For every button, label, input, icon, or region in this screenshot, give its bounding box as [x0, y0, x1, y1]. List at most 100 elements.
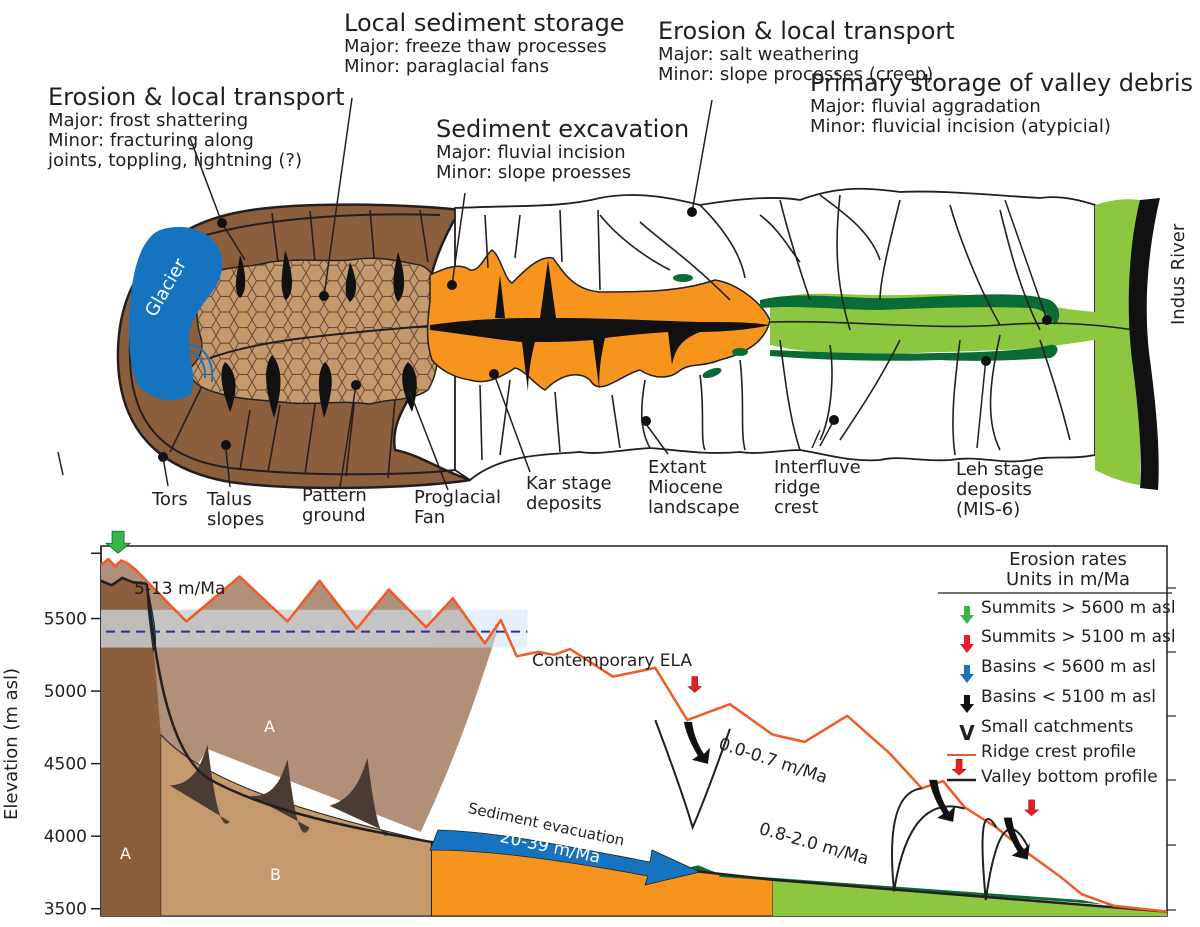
callout-line: Tors — [152, 489, 188, 510]
drainage-network — [479, 194, 1136, 461]
callout-line: joints, toppling, lightning (?) — [48, 150, 302, 172]
legend-item: Summits > 5100 m asl — [981, 627, 1176, 647]
region-label-a1: A — [120, 844, 131, 863]
ridge-crest-profile — [100, 557, 1168, 913]
callout-title: Erosion & local transport — [658, 17, 955, 45]
summit-erosion-arrow-red — [951, 759, 967, 776]
legend-item: Basins < 5100 m asl — [981, 687, 1156, 707]
legend-item: Basins < 5600 m asl — [981, 657, 1156, 677]
callout-line: ground — [302, 504, 366, 526]
callout-title: Local sediment storage — [344, 9, 625, 37]
legend-subtitle-text: Units in m/Ma — [1006, 569, 1131, 591]
callout-line: Minor: slope proesses — [436, 162, 632, 184]
legend-arrow-symbol — [960, 635, 974, 653]
plan-view: Glacier Indus River — [57, 97, 1189, 491]
callout-primary-storage: Primary storage of valley debris Major: … — [810, 70, 1193, 137]
callout-erosion-salt: Erosion & local transport Major: salt we… — [658, 18, 955, 85]
right-axis-ticks — [1167, 587, 1176, 911]
paraglacial-fan-spur — [329, 757, 390, 836]
callout-title: Sediment excavation — [436, 115, 690, 143]
callout-title: Primary storage of valley debris — [810, 69, 1194, 97]
leh-deposit-patches — [673, 274, 748, 379]
callout-line: Minor: fracturing along — [48, 130, 254, 152]
legend-item: Summits > 5600 m asl — [981, 598, 1176, 618]
legend-item: Valley bottom profile — [981, 767, 1158, 787]
legend-arrow-symbol — [960, 665, 974, 683]
paraglacial-fan-spur — [249, 759, 310, 833]
callout-line: slopes — [207, 508, 265, 530]
cirque-inner-line — [128, 213, 456, 476]
y-tick-label: 5000 — [44, 682, 87, 702]
basin-erosion-arrow — [929, 779, 956, 822]
callout-line: Major: freeze thaw processes — [344, 35, 607, 57]
callout-line: Kar stage — [526, 473, 612, 494]
callout-line: Minor: fluvicial incision (atypicial) — [810, 116, 1111, 138]
callout-sediment-excavation: Sediment excavation Major: fluvial incis… — [436, 116, 689, 183]
indus-river — [1128, 198, 1160, 490]
legend-arrow-symbol — [960, 606, 974, 624]
glacier — [129, 226, 223, 401]
callout-line: crest — [774, 496, 819, 518]
valley-bottom-profile — [100, 576, 1168, 913]
y-tick-label: 4500 — [44, 755, 87, 775]
callout-line: Minor: paraglacial fans — [344, 56, 549, 78]
bedrock-a — [101, 577, 161, 916]
small-catchment — [891, 787, 965, 892]
paraglacial-fan-spur — [169, 744, 230, 824]
callout-line: Extant — [648, 457, 707, 478]
callout-line: Major: fluvial aggradation — [810, 95, 1041, 117]
legend-title-text: Erosion rates — [1009, 549, 1127, 570]
region-label-b: B — [270, 865, 281, 884]
talus-lines — [169, 209, 429, 479]
callout-line: Miocene — [648, 476, 723, 498]
kar-channel — [430, 260, 770, 395]
callout-line: (MIS-6) — [956, 498, 1021, 520]
callout-line: Minor: slope processes (creep) — [658, 64, 934, 86]
callout-erosion-frost: Erosion & local transport Major: frost s… — [48, 84, 345, 171]
callout-line: Major: fluvial incision — [436, 141, 626, 163]
region-label-a2: A — [264, 717, 275, 736]
y-tick-label: 3500 — [44, 900, 87, 920]
callout-line: ridge — [774, 476, 821, 498]
summit-erosion-arrow-red — [687, 676, 703, 693]
basin-erosion-arrow — [1003, 817, 1030, 860]
indus-river-label: Indus River — [1168, 223, 1189, 325]
ela-label: Contemporary ELA — [532, 651, 693, 671]
callout-local-storage: Local sediment storage Major: freeze tha… — [344, 10, 625, 77]
callout-line: Major: salt weathering — [658, 43, 860, 65]
kar-tributary — [495, 275, 505, 318]
legend-item: Small catchments — [981, 717, 1134, 737]
leader-lines — [57, 97, 1048, 491]
callout-line: deposits — [526, 492, 602, 514]
talus-cones — [221, 250, 417, 418]
legend-v-symbol: V — [959, 721, 975, 745]
legend-item: Ridge crest profile — [981, 742, 1137, 762]
sediment-evacuation-arrow — [429, 829, 702, 886]
y-tick-label: 4000 — [44, 827, 87, 847]
mountain-mass-a — [101, 559, 501, 916]
callout-line: Talus — [207, 489, 252, 510]
summit-erosion-arrow-green — [104, 530, 132, 554]
callout-line: Interfluve — [774, 457, 861, 478]
y-tick-label: 5500 — [44, 610, 87, 630]
ela-band-grey — [101, 609, 432, 648]
callout-title: Erosion & local transport — [48, 83, 345, 111]
callout-line: Major: frost shattering — [48, 109, 249, 131]
small-catchment — [654, 719, 731, 831]
bottom-leaders — [162, 419, 835, 487]
legend-title: Erosion rates Units in m/Ma — [1006, 549, 1131, 591]
summit-erosion-arrow-red — [1023, 799, 1040, 817]
callout-line: Fan — [414, 506, 446, 528]
legend-arrow-symbol — [960, 695, 974, 713]
basin-erosion-arrow — [683, 721, 710, 764]
leh-dark-deposits — [676, 865, 1104, 905]
leh-stage-deposits — [770, 199, 1140, 486]
